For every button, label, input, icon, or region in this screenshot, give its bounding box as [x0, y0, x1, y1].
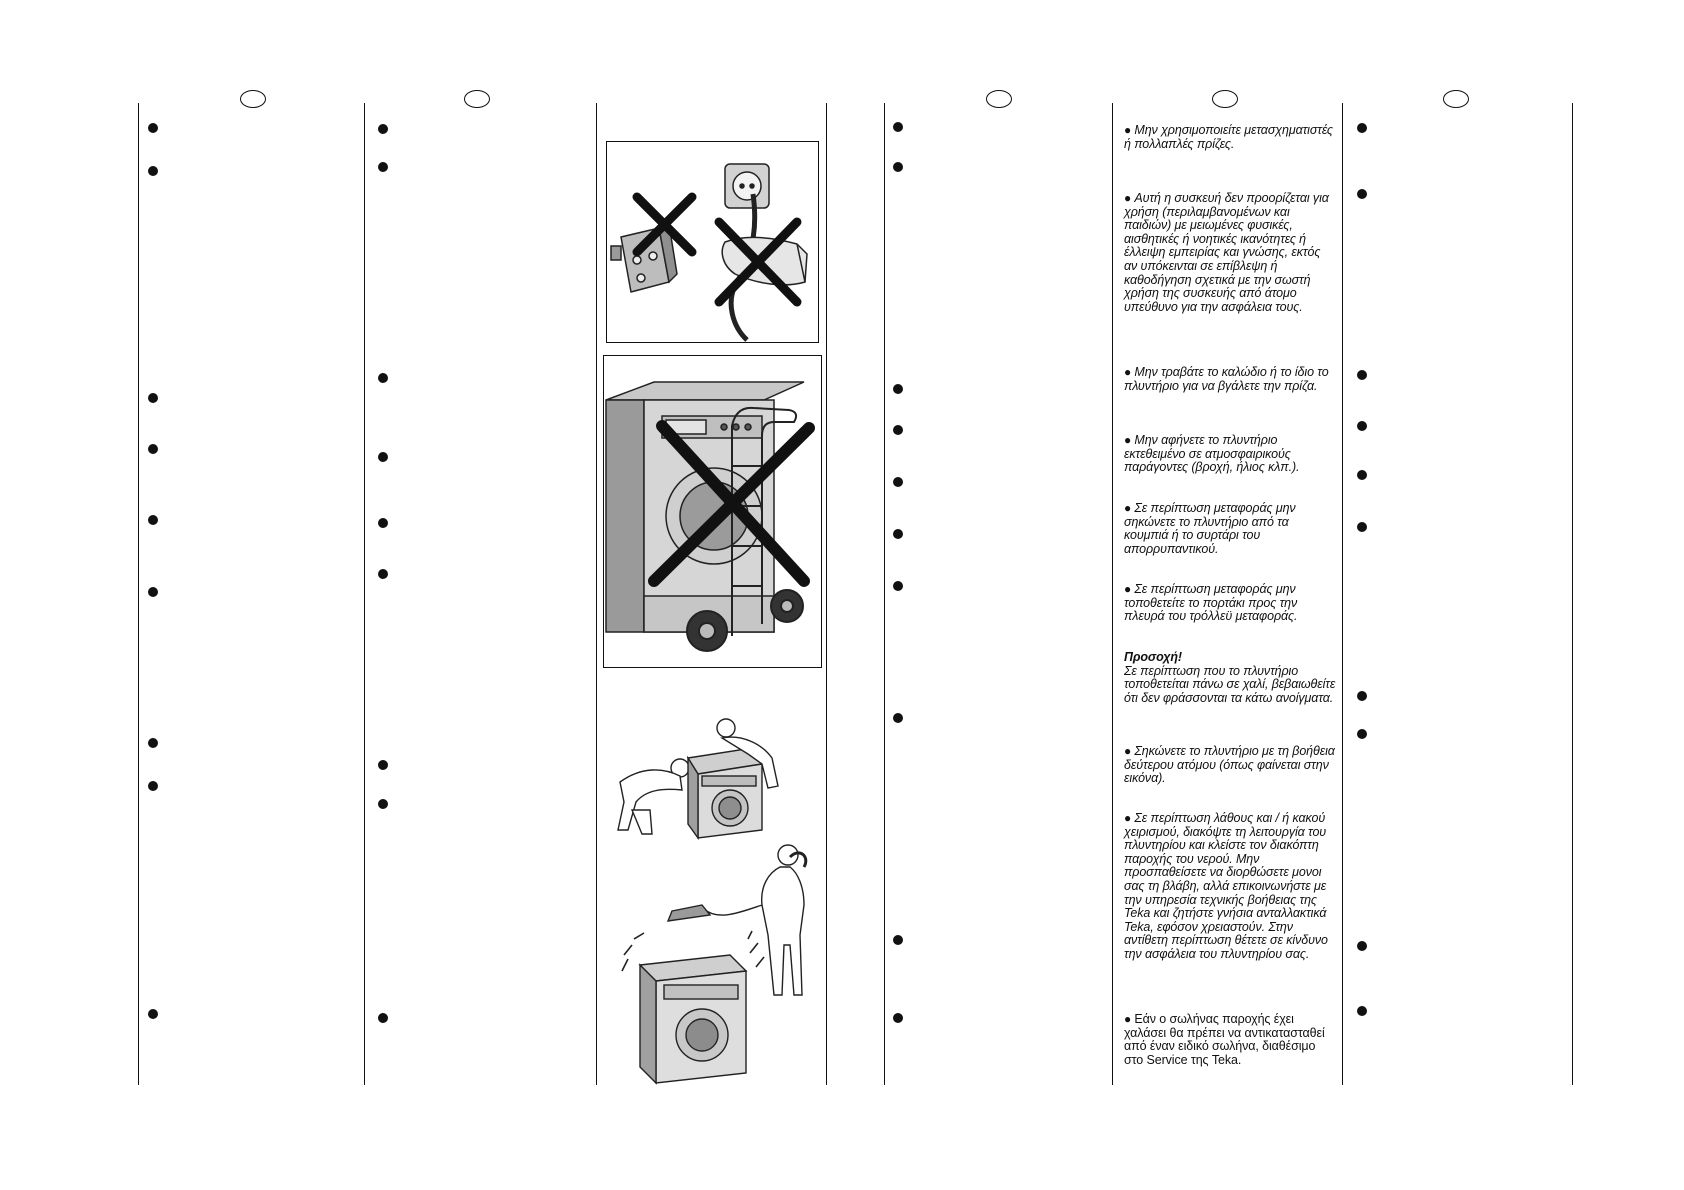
no-trolley-transport-illustration	[603, 355, 822, 668]
call-service-on-malfunction-illustration	[618, 835, 820, 1085]
safety-paragraph: ● Εάν ο σωλήνας παροχής έχει χαλάσει θα …	[1124, 1012, 1325, 1067]
bullet	[1357, 1006, 1367, 1016]
safety-paragraph: ● Μην τραβάτε το καλώδιο ή το ίδιο το πλ…	[1124, 365, 1329, 393]
bullet	[893, 425, 903, 435]
bullet	[378, 1013, 388, 1023]
safety-paragraph: ● Σε περίπτωση μεταφοράς μην σηκώνετε το…	[1124, 501, 1296, 556]
bullet	[1357, 691, 1367, 701]
column-divider	[596, 103, 597, 1085]
safety-paragraph: ● Μην χρησιμοποιείτε μετασχηματιστές ή π…	[1124, 123, 1333, 151]
safety-paragraph: ● Μην αφήνετε το πλυντήριο εκτεθειμένο σ…	[1124, 433, 1300, 475]
bullet	[1357, 522, 1367, 532]
bullet	[378, 452, 388, 462]
bullet	[148, 166, 158, 176]
bullet	[893, 162, 903, 172]
bullet	[893, 477, 903, 487]
language-badge	[464, 90, 490, 108]
bullet	[893, 384, 903, 394]
bullet	[1357, 123, 1367, 133]
bullet	[378, 124, 388, 134]
bullet	[1357, 470, 1367, 480]
bullet	[148, 781, 158, 791]
bullet	[378, 373, 388, 383]
column-divider	[826, 103, 827, 1085]
bullet	[1357, 421, 1367, 431]
bullet	[148, 123, 158, 133]
bullet	[893, 529, 903, 539]
language-badge	[240, 90, 266, 108]
safety-paragraph: ● Σε περίπτωση λάθους και / ή κακού χειρ…	[1124, 811, 1328, 961]
column-divider	[138, 103, 139, 1085]
bullet	[378, 162, 388, 172]
safety-paragraph: ● Σε περίπτωση μεταφοράς μην τοποθετείτε…	[1124, 582, 1298, 624]
bullet	[148, 1009, 158, 1019]
bullet	[378, 518, 388, 528]
bullet	[1357, 189, 1367, 199]
bullet	[893, 935, 903, 945]
column-divider	[364, 103, 365, 1085]
bullet	[893, 713, 903, 723]
warning-heading: Προσοχή!	[1124, 650, 1182, 664]
bullet	[148, 587, 158, 597]
column-divider	[1342, 103, 1343, 1085]
language-badge	[1443, 90, 1469, 108]
column-divider	[1112, 103, 1113, 1085]
bullet	[893, 1013, 903, 1023]
bullet	[378, 569, 388, 579]
bullet	[148, 738, 158, 748]
language-badge	[986, 90, 1012, 108]
bullet	[148, 393, 158, 403]
safety-paragraph: ● Σηκώνετε το πλυντήριο με τη βοήθεια δε…	[1124, 744, 1335, 786]
no-adapter-no-pull-cord-illustration	[606, 141, 819, 343]
safety-paragraph: ● Αυτή η συσκευή δεν προορίζεται για χρή…	[1124, 191, 1329, 314]
language-badge	[1212, 90, 1238, 108]
column-divider	[884, 103, 885, 1085]
two-person-lift-illustration	[612, 710, 802, 845]
bullet	[378, 760, 388, 770]
bullet	[1357, 729, 1367, 739]
bullet	[1357, 370, 1367, 380]
column-divider	[1572, 103, 1573, 1085]
bullet	[893, 122, 903, 132]
bullet	[1357, 941, 1367, 951]
bullet	[378, 799, 388, 809]
warning-paragraph: Προσοχή! Σε περίπτωση που το πλυντήριο τ…	[1124, 650, 1336, 705]
bullet	[148, 515, 158, 525]
bullet	[148, 444, 158, 454]
bullet	[893, 581, 903, 591]
